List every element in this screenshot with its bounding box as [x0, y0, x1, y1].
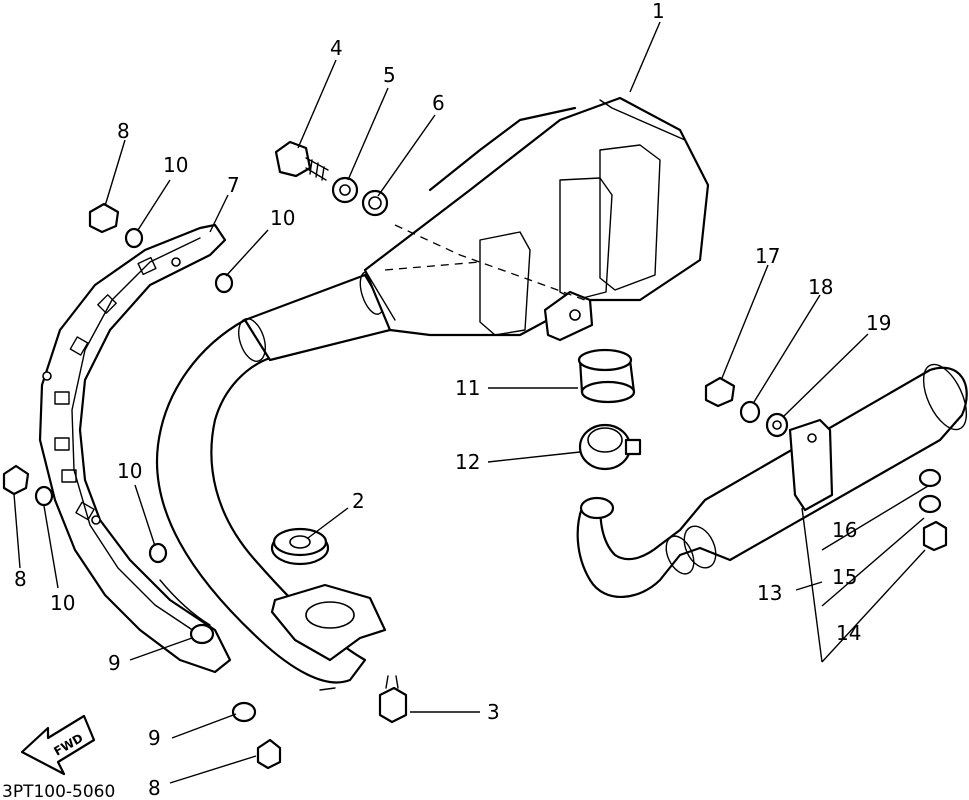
diagram-code: 3PT100-5060: [2, 782, 115, 800]
collar-15: [918, 494, 942, 514]
bolt-14: [922, 520, 948, 552]
callout-10-top: 10: [163, 153, 188, 177]
callout-14: 14: [836, 621, 861, 645]
grommet-11: [577, 348, 636, 404]
callout-6: 6: [432, 91, 445, 115]
collar-10: [34, 227, 234, 564]
callout-13: 13: [757, 581, 782, 605]
callout-5: 5: [383, 63, 396, 87]
washer-6: [361, 189, 389, 217]
callout-10-left: 10: [50, 591, 75, 615]
callout-16: 16: [832, 518, 857, 542]
callout-15: 15: [832, 565, 857, 589]
grommet-16: [918, 468, 942, 488]
callout-labels: 1 4 5 6 8 10 7 10 10 8 10 2 9 3 9 8 11 1…: [14, 0, 891, 800]
callout-9-upper: 9: [108, 651, 121, 675]
muffler: [576, 363, 968, 598]
callout-12: 12: [455, 450, 480, 474]
callout-18: 18: [808, 275, 833, 299]
exhaust-pipe: [155, 96, 710, 691]
callout-3: 3: [487, 700, 500, 724]
bolt-4: [274, 140, 329, 181]
callout-2: 2: [352, 489, 365, 513]
callout-11: 11: [455, 376, 480, 400]
washer-19: [765, 412, 789, 438]
callout-17: 17: [755, 244, 780, 268]
spring-washer-18: [739, 400, 761, 424]
callout-8-top: 8: [117, 119, 130, 143]
callout-9-lower: 9: [148, 726, 161, 750]
callout-19: 19: [866, 311, 891, 335]
bolt-8-bottom: [256, 738, 282, 770]
callout-8-left: 8: [14, 567, 27, 591]
grommet-2: [270, 527, 330, 566]
callout-1: 1: [652, 0, 665, 23]
callout-10-middle: 10: [117, 459, 142, 483]
exhaust-pipe-protector: [38, 223, 232, 674]
spring-washer-5: [331, 176, 359, 204]
bolt-8-left: [2, 464, 30, 496]
callout-10-right: 10: [270, 206, 295, 230]
leader-lines: [13, 21, 929, 784]
clamp-12: [578, 423, 642, 471]
bolt-8-top: [88, 202, 120, 234]
callout-4: 4: [330, 36, 343, 60]
fwd-arrow-icon: FWD: [20, 714, 96, 776]
callout-7: 7: [227, 173, 240, 197]
bolt-3: [378, 675, 408, 724]
damper-9: [189, 623, 257, 723]
bolt-17: [704, 376, 736, 408]
callout-8-bottom: 8: [148, 776, 161, 800]
